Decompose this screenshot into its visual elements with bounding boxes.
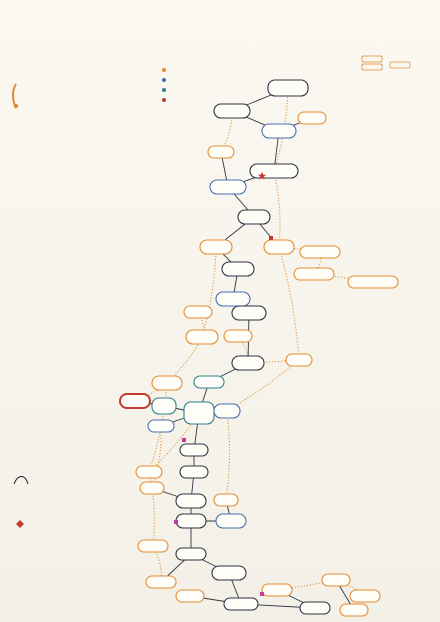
small-marker: [174, 520, 178, 524]
diagram-node: [231, 305, 267, 321]
legend-blue-dot: [162, 78, 166, 82]
diagram-node: [299, 245, 341, 259]
diagram-node: [145, 575, 177, 589]
diagram-node: [249, 163, 299, 179]
diagram-node: [261, 583, 293, 597]
small-marker: [182, 438, 186, 442]
legend-orange-box-2: [361, 63, 383, 71]
dotted-connector: [166, 336, 203, 384]
diagram-node: [261, 123, 297, 139]
diagram-node: [151, 397, 177, 415]
diagram-node: [347, 275, 399, 289]
diagram-node: [183, 401, 215, 425]
diagram-node: [267, 79, 309, 97]
legend-red-dot: [162, 98, 166, 102]
diagram-node: [151, 375, 183, 391]
side-markers: [12, 83, 29, 528]
diagram-node: [213, 493, 239, 507]
diagram-node: [139, 481, 165, 495]
dotted-connector: [225, 410, 231, 501]
signature-mark: [13, 476, 29, 485]
diagram-node: [215, 513, 247, 529]
diagram-node: [221, 261, 255, 277]
diagram-node: [119, 393, 151, 409]
diagram-node: [231, 355, 265, 371]
dotted-connector: [201, 246, 217, 338]
dotted-connector: [273, 170, 281, 248]
legend-teal-dot: [162, 88, 166, 92]
diagram-node: [299, 601, 331, 615]
diagram-node: [209, 179, 247, 195]
diagram-node: [293, 267, 335, 281]
legend-orange-box: [361, 55, 383, 63]
diagram-node: [321, 573, 351, 587]
diagram-node: [263, 239, 295, 255]
red-marker: [16, 520, 24, 528]
dotted-connector: [273, 87, 289, 172]
diagram-node: [185, 329, 219, 345]
diagram-node: [285, 353, 313, 367]
left-marker-orange-dot: [13, 103, 19, 109]
diagram-node: [211, 565, 247, 581]
center-legend: [162, 68, 166, 102]
small-marker: [260, 592, 264, 596]
diagram-node: [237, 209, 271, 225]
diagram-node: [215, 291, 251, 307]
solid-connector-group: [134, 87, 355, 611]
diagram-node: [297, 111, 327, 125]
small-marker: [269, 236, 273, 240]
legend-orange-box-3: [389, 61, 411, 69]
diagram-node: [179, 443, 209, 457]
diagram-node: [175, 493, 207, 509]
diagram-node: [223, 329, 253, 343]
diagram-node: [183, 305, 213, 319]
diagram-node: [207, 145, 235, 159]
diagram-node: [339, 603, 369, 617]
diagram-node: [213, 103, 251, 119]
diagram-node: [175, 589, 205, 603]
right-legend: [361, 55, 411, 71]
diagram-node: [223, 597, 259, 611]
dotted-connector: [148, 471, 155, 547]
red-star-marker: [257, 172, 267, 180]
diagram-node: [137, 539, 169, 553]
diagram-node: [213, 403, 241, 419]
diagram-node: [349, 589, 381, 603]
diagram-node: [199, 239, 233, 255]
diagram-node: [193, 375, 225, 389]
dotted-connector: [278, 246, 300, 361]
diagram-node: [179, 465, 209, 479]
diagram-node: [175, 547, 207, 561]
diagram-node: [175, 513, 207, 529]
node-group: [119, 79, 399, 617]
diagram-node: [135, 465, 163, 479]
diagram-node: [147, 419, 175, 433]
legend-orange-dot: [162, 68, 166, 72]
dotted-connector: [148, 382, 168, 473]
